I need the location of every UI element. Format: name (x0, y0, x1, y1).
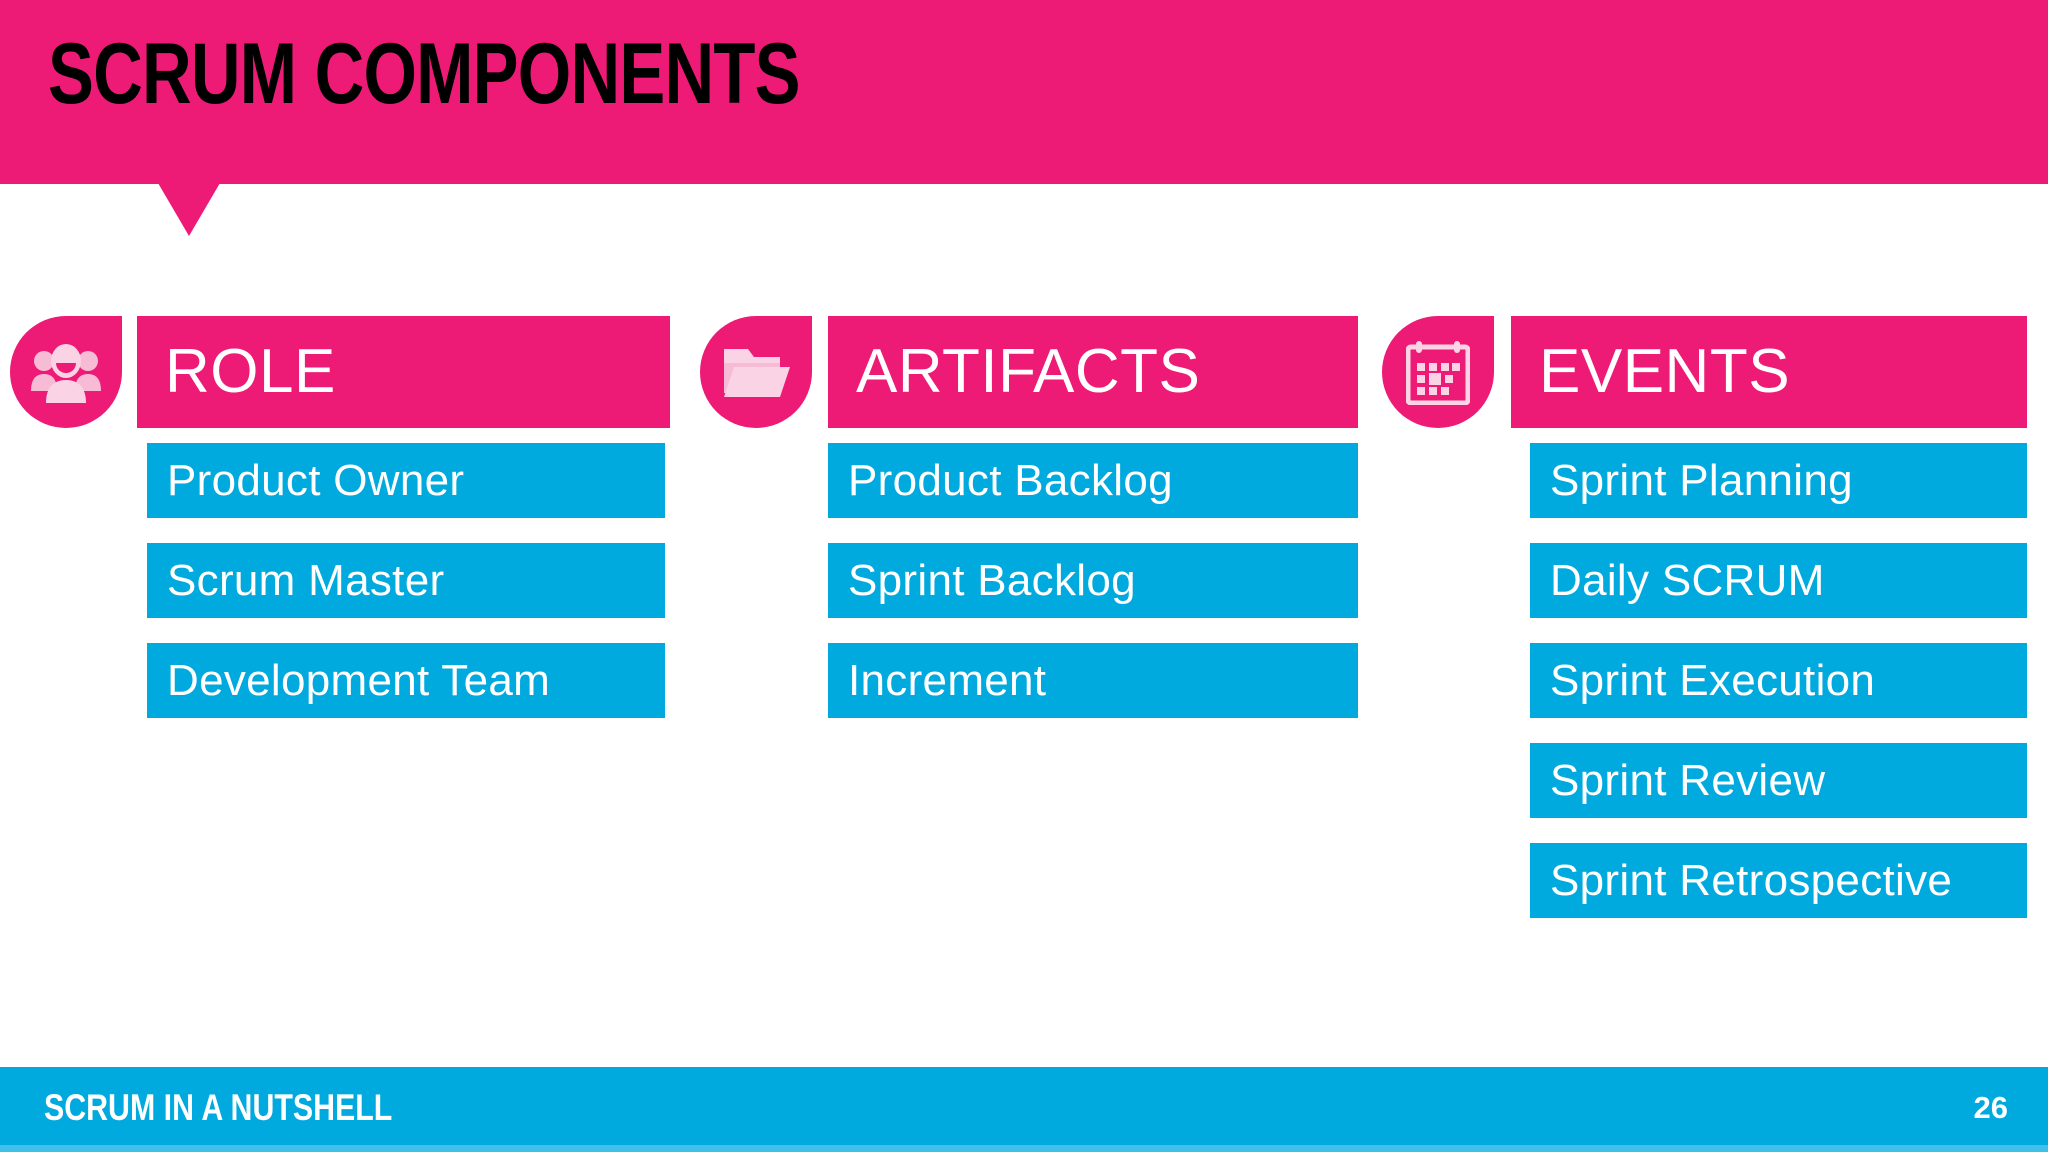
column-artifacts: ARTIFACTS Product Backlog Sprint Backlog… (700, 316, 1358, 718)
list-item[interactable]: Development Team (147, 643, 665, 718)
list-item[interactable]: Scrum Master (147, 543, 665, 618)
column-role-header: ROLE (10, 316, 670, 431)
list-item[interactable]: Product Backlog (828, 443, 1358, 518)
people-group-icon (10, 316, 122, 428)
list-item[interactable]: Daily SCRUM (1530, 543, 2027, 618)
list-item-label: Product Backlog (848, 455, 1173, 505)
list-item[interactable]: Sprint Review (1530, 743, 2027, 818)
list-item[interactable]: Sprint Execution (1530, 643, 2027, 718)
footer-accent-strip (0, 1145, 2048, 1152)
column-artifacts-title: ARTIFACTS (856, 337, 1201, 406)
calendar-icon (1382, 316, 1494, 428)
footer-deck-title: SCRUM IN A NUTSHELL (44, 1087, 393, 1128)
list-item[interactable]: Product Owner (147, 443, 665, 518)
column-events-items: Sprint Planning Daily SCRUM Sprint Execu… (1530, 443, 2027, 943)
column-events-header: EVENTS (1382, 316, 2027, 431)
list-item-label: Daily SCRUM (1550, 555, 1825, 605)
list-item[interactable]: Increment (828, 643, 1358, 718)
column-events-header-bar: EVENTS (1511, 316, 2027, 428)
components-columns: ROLE Product Owner Scrum Master Developm… (0, 316, 2048, 1016)
list-item[interactable]: Sprint Retrospective (1530, 843, 2027, 918)
slide-header-banner: SCRUM COMPONENTS (0, 0, 2048, 184)
list-item-label: Increment (848, 655, 1047, 705)
column-artifacts-header-bar: ARTIFACTS (828, 316, 1358, 428)
column-role-title: ROLE (165, 337, 336, 406)
list-item-label: Sprint Planning (1550, 455, 1853, 505)
list-item-label: Development Team (167, 655, 551, 705)
column-role-items: Product Owner Scrum Master Development T… (147, 443, 665, 743)
list-item-label: Sprint Backlog (848, 555, 1136, 605)
column-role-header-bar: ROLE (137, 316, 670, 428)
speech-bubble-tail-icon (158, 183, 220, 236)
column-events-title: EVENTS (1539, 337, 1791, 406)
column-artifacts-items: Product Backlog Sprint Backlog Increment (828, 443, 1358, 743)
list-item-label: Sprint Review (1550, 755, 1826, 805)
list-item-label: Sprint Retrospective (1550, 855, 1953, 905)
list-item-label: Scrum Master (167, 555, 445, 605)
page-number: 26 (1973, 1090, 2008, 1125)
column-artifacts-header: ARTIFACTS (700, 316, 1358, 431)
list-item[interactable]: Sprint Planning (1530, 443, 2027, 518)
page-title: SCRUM COMPONENTS (48, 26, 800, 122)
open-folder-icon (700, 316, 812, 428)
list-item-label: Product Owner (167, 455, 465, 505)
column-events: EVENTS Sprint Planning Daily SCRUM Sprin… (1382, 316, 2027, 918)
slide-footer-bar (0, 1067, 2048, 1145)
column-role: ROLE Product Owner Scrum Master Developm… (10, 316, 670, 718)
list-item[interactable]: Sprint Backlog (828, 543, 1358, 618)
list-item-label: Sprint Execution (1550, 655, 1876, 705)
